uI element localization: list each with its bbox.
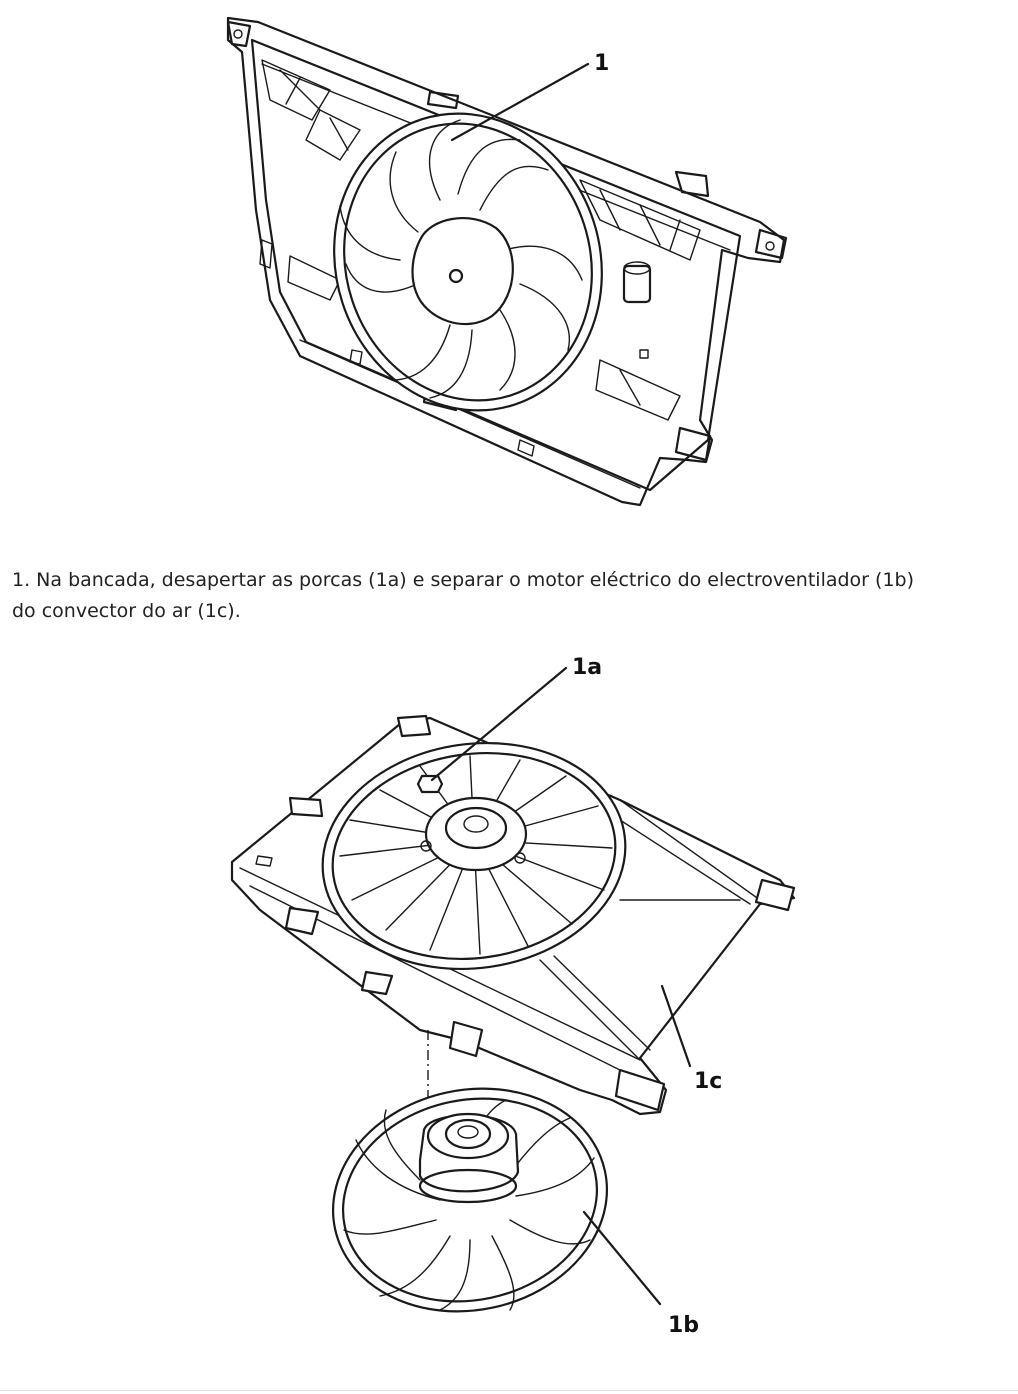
- fan-assembly-illustration: 1: [0, 0, 1018, 530]
- caption-line-2: do convector do ar (1c).: [12, 600, 241, 622]
- shroud-ring-with-ribs: [321, 741, 627, 971]
- exploded-view-illustration: 1a 1c 1b: [0, 640, 1018, 1360]
- callout-label-1a: 1a: [572, 655, 602, 680]
- caption-line-1: 1. Na bancada, desapertar as porcas (1a)…: [12, 569, 914, 591]
- callout-label-1b: 1b: [668, 1313, 699, 1338]
- callout-1: 1: [450, 51, 609, 142]
- instruction-caption: 1. Na bancada, desapertar as porcas (1a)…: [12, 565, 1002, 627]
- bottom-divider: [0, 1390, 1018, 1391]
- callout-label-1: 1: [594, 51, 609, 76]
- callouts-bottom: 1a 1c 1b: [430, 655, 722, 1338]
- fan-blade-assembly: [333, 112, 603, 412]
- callout-label-1c: 1c: [694, 1069, 722, 1094]
- motor-fan-1b: [331, 1030, 609, 1313]
